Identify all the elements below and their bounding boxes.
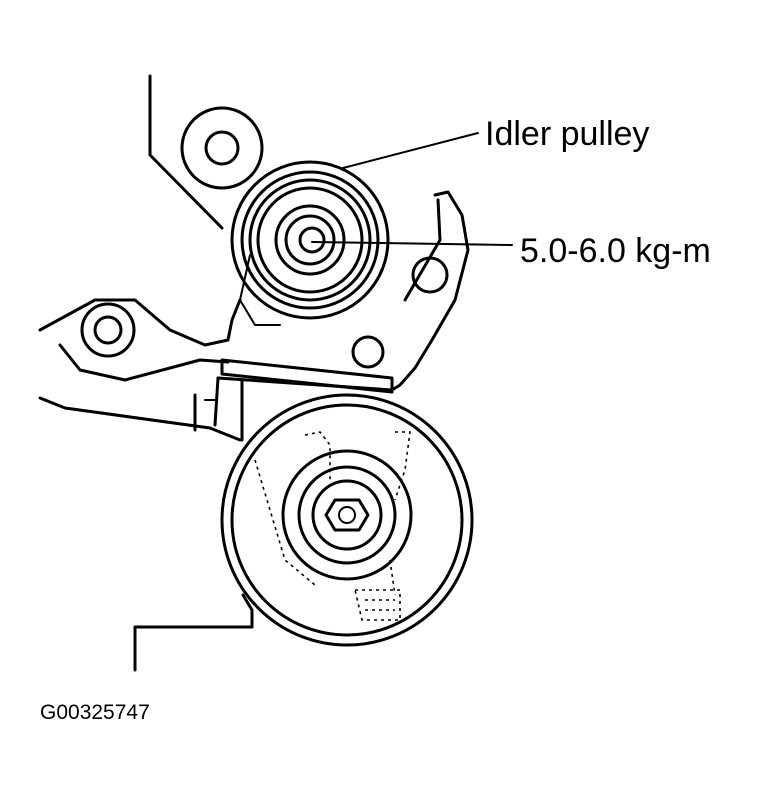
- left-bracket-bolt: [80, 302, 136, 358]
- figure-id-label: G00325747: [40, 701, 150, 724]
- idler-pulley: [230, 160, 390, 326]
- idler-pulley-leader: [342, 132, 479, 169]
- torque-spec-label: 5.0-6.0 kg-m: [520, 232, 711, 270]
- tensioner-pulley: [220, 393, 474, 647]
- torque-leader: [311, 241, 513, 246]
- leader-lines: [311, 132, 513, 246]
- engine-bracket: [38, 74, 470, 672]
- upper-bolt: [180, 106, 264, 190]
- idler-pulley-label: Idler pulley: [485, 115, 649, 153]
- right-bracket-bolt: [351, 256, 449, 369]
